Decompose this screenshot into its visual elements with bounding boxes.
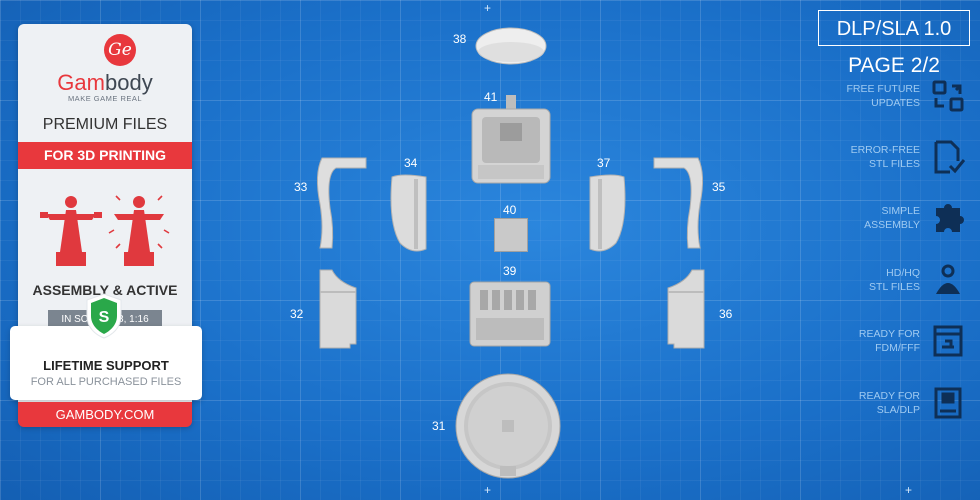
- feature-line2: ASSEMBLY: [864, 219, 920, 231]
- version-label: DLP/SLA 1.0: [818, 10, 970, 46]
- part-number-38: 38: [453, 32, 467, 46]
- part-number-39: 39: [503, 264, 517, 278]
- page-number: PAGE 2/2: [848, 54, 940, 77]
- part-36-leg: [667, 269, 705, 349]
- shield-icon: S: [86, 293, 122, 339]
- feature-line1: HD/HQ: [886, 267, 920, 279]
- part-41-chest: [471, 95, 551, 184]
- part-35-bracket: [653, 157, 704, 249]
- part-number-35: 35: [712, 180, 726, 194]
- crosshair-mark: +: [905, 483, 913, 497]
- feature-free-updates: FREE FUTURE UPDATES: [820, 82, 921, 110]
- crosshair-mark: +: [484, 1, 492, 15]
- part-34-arm: [390, 174, 427, 252]
- gambody-logo-icon: Ge: [104, 34, 136, 66]
- part-number-34: 34: [404, 156, 418, 170]
- figure-icon: [936, 264, 960, 294]
- part-32-leg: [319, 269, 357, 349]
- brand-part-1: Gam: [57, 70, 105, 95]
- feature-line2: FDM/FFF: [875, 342, 920, 354]
- part-number-41: 41: [484, 90, 498, 104]
- part-40-block: [494, 218, 528, 252]
- feature-line1: ERROR-FREE: [850, 144, 920, 156]
- feature-line2: UPDATES: [871, 97, 920, 109]
- assembly-active-label: ASSEMBLY & ACTIVE: [32, 282, 178, 298]
- puzzle-icon: [936, 204, 964, 232]
- part-31-base: [455, 373, 561, 479]
- figures-illustration: [40, 195, 170, 266]
- feature-line2: STL FILES: [869, 281, 920, 293]
- brand-part-2: body: [104, 70, 153, 95]
- part-33-bracket: [316, 157, 367, 249]
- part-number-37: 37: [597, 156, 611, 170]
- feature-line1: READY FOR: [858, 328, 920, 340]
- premium-files-label: PREMIUM FILES: [42, 116, 168, 133]
- feature-line2: STL FILES: [869, 158, 920, 170]
- for-3d-printing-banner: FOR 3D PRINTING: [18, 142, 192, 169]
- brand-name: Gambody: [18, 70, 192, 96]
- fdm-printer-icon: [933, 325, 963, 357]
- part-39-abdomen: [469, 281, 551, 347]
- sync-icon: [932, 80, 964, 112]
- feature-fdm: READY FOR FDM/FFF: [820, 327, 920, 355]
- feature-hd-stl: HD/HQ STL FILES: [820, 266, 920, 294]
- part-number-40: 40: [503, 203, 517, 217]
- file-check-icon: [934, 140, 966, 174]
- crosshair-mark: +: [484, 483, 492, 497]
- part-number-36: 36: [719, 307, 733, 321]
- gambody-url-link[interactable]: GAMBODY.COM: [18, 402, 192, 427]
- feature-simple-assembly: SIMPLE ASSEMBLY: [820, 204, 920, 232]
- feature-line1: FREE FUTURE: [846, 83, 921, 95]
- feature-line2: SLA/DLP: [876, 404, 920, 416]
- lifetime-support-box: LIFETIME SUPPORT FOR ALL PURCHASED FILES: [10, 326, 202, 400]
- for-all-purchased-label: FOR ALL PURCHASED FILES: [30, 376, 182, 388]
- lifetime-support-label: LIFETIME SUPPORT: [43, 358, 169, 373]
- feature-sla: READY FOR SLA/DLP: [820, 389, 920, 417]
- feature-error-free: ERROR-FREE STL FILES: [820, 143, 920, 171]
- tagline: MAKE GAME REAL: [67, 94, 143, 103]
- part-number-31: 31: [432, 419, 446, 433]
- shield-letter: S: [99, 309, 110, 326]
- part-37-arm: [589, 174, 626, 252]
- part-number-32: 32: [290, 307, 304, 321]
- feature-line1: SIMPLE: [881, 205, 920, 217]
- part-38-dome: [475, 27, 547, 65]
- part-number-33: 33: [294, 180, 308, 194]
- sla-printer-icon: [934, 387, 962, 419]
- feature-line1: READY FOR: [858, 390, 920, 402]
